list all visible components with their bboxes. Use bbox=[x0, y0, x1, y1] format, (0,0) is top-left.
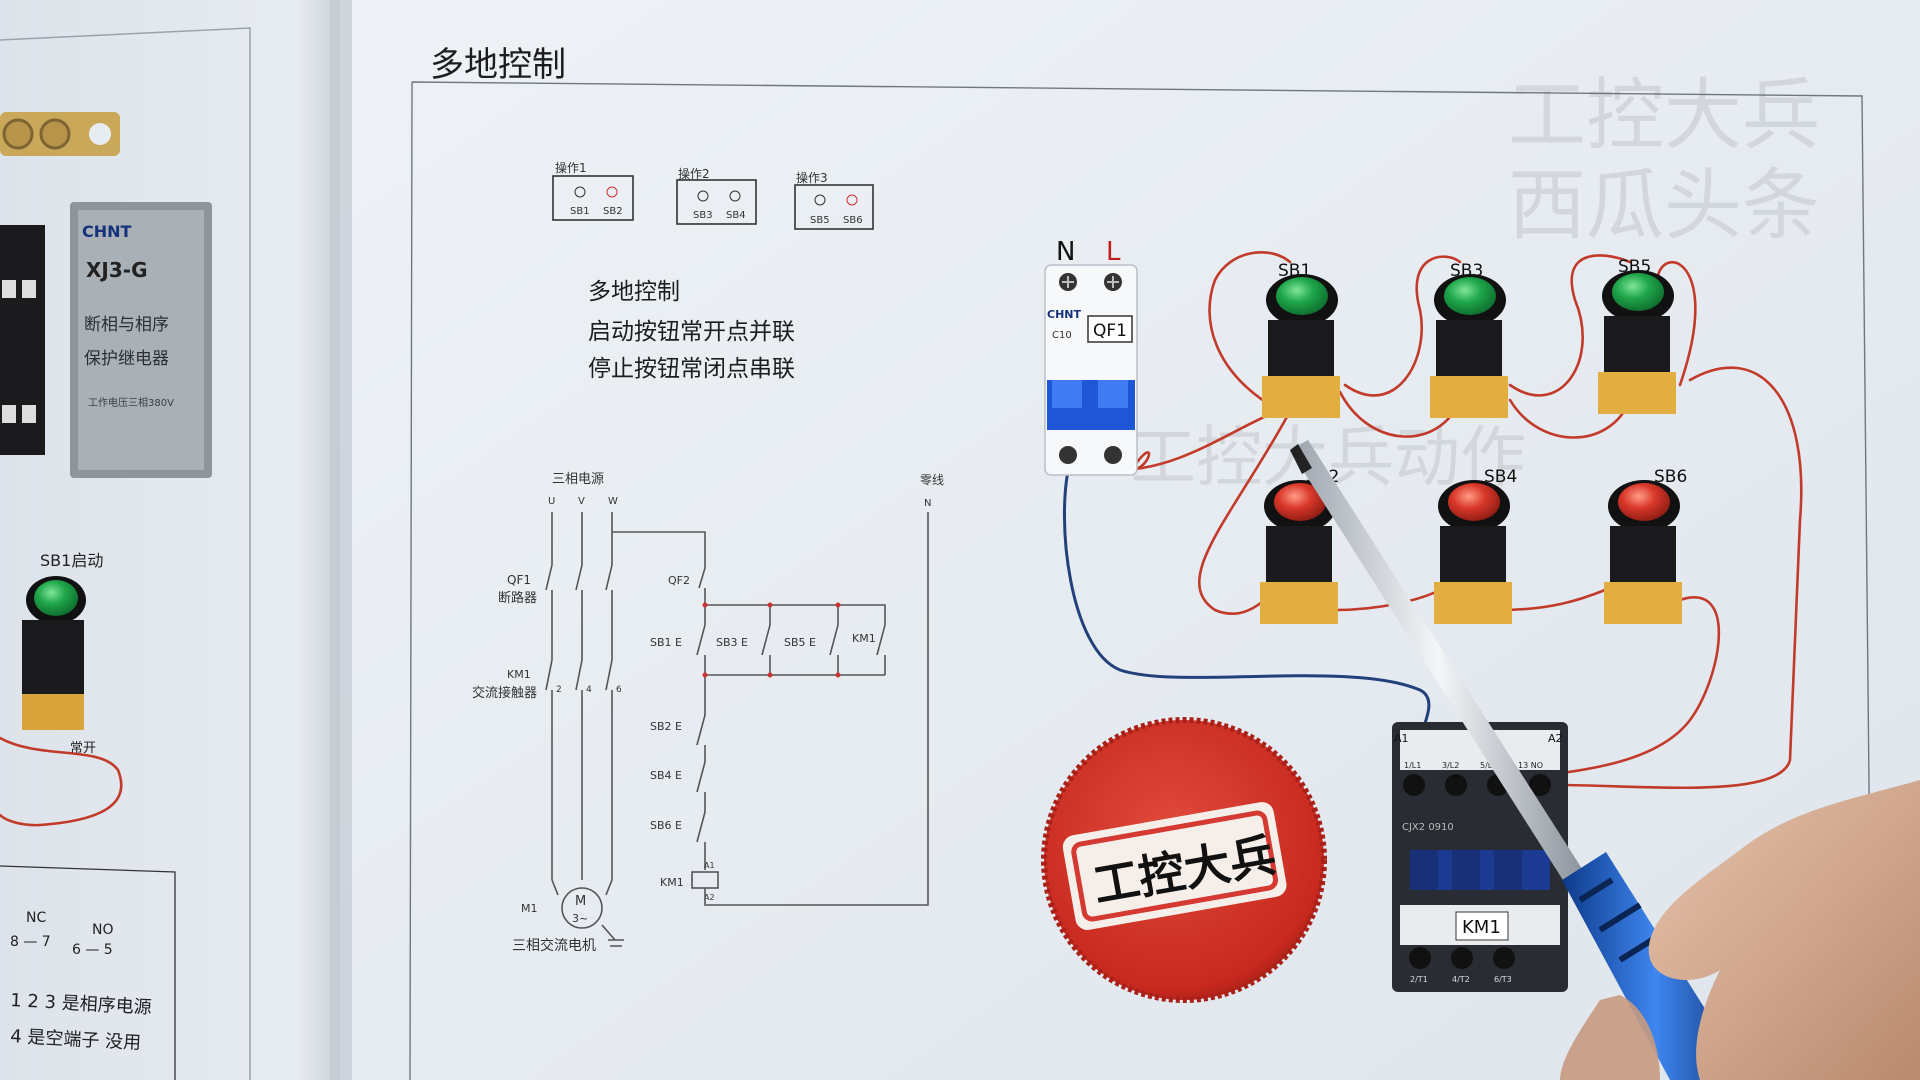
aux-contact: KM1 bbox=[852, 632, 876, 645]
page-frame bbox=[409, 81, 1873, 1080]
green-button-sb3[interactable]: SB3 bbox=[1430, 261, 1508, 418]
breaker-qf1: CHNT QF1 C10 bbox=[1044, 264, 1138, 476]
operation-1-label: 操作1 bbox=[555, 160, 587, 175]
phase-u: U bbox=[548, 496, 555, 507]
blue-wire bbox=[1062, 460, 1431, 742]
relay-brand: CHNT bbox=[82, 222, 132, 241]
contactor-label: KM1 bbox=[1462, 917, 1501, 938]
contactor-b2: 4/T2 bbox=[1452, 975, 1470, 984]
contactor-b3: 6/T3 bbox=[1494, 975, 1512, 984]
contactor-b1: 2/T1 bbox=[1410, 975, 1428, 984]
operation-boxes: 操作1 SB1 SB2 操作2 SB3 SB4 操作3 SB5 SB6 bbox=[552, 160, 874, 230]
contactor-t2: 3/L2 bbox=[1442, 761, 1459, 770]
terminal-2: 2 bbox=[556, 685, 562, 695]
operation-box-3: 操作3 SB5 SB6 bbox=[794, 170, 874, 230]
watermark-line1: 工控大兵 bbox=[1508, 71, 1820, 161]
description-line-1: 多地控制 bbox=[588, 279, 680, 305]
km1-main-desc: 交流接触器 bbox=[472, 685, 537, 701]
phase-relay-device: CHNT XJ3-G 断相与相序 保护继电器 工作电压三相380V bbox=[70, 202, 212, 478]
operation-box-1: 操作1 SB1 SB2 bbox=[552, 160, 634, 221]
green-button-sb5[interactable]: SB5 bbox=[1598, 257, 1676, 414]
operation-2-label: 操作2 bbox=[678, 166, 710, 181]
motor-phase: 3~ bbox=[572, 912, 588, 925]
terminal-l: L bbox=[1106, 237, 1121, 267]
operation-2-right: SB4 bbox=[726, 210, 746, 221]
contactor-model: CJX2 0910 bbox=[1402, 822, 1454, 833]
description-line-2: 启动按钮常开点并联 bbox=[588, 319, 795, 345]
nc-label: NC bbox=[26, 910, 46, 926]
operation-box-2: 操作2 SB3 SB4 bbox=[676, 166, 757, 225]
no-label: NO bbox=[92, 922, 114, 938]
watermark: 工控大兵 西瓜头条 工控大兵动作 bbox=[1130, 71, 1820, 496]
book-spine bbox=[330, 0, 352, 1080]
start-button-2: SB3 E bbox=[716, 636, 748, 649]
operation-3-left: SB5 bbox=[810, 215, 830, 226]
terminal-block-icon bbox=[0, 225, 45, 455]
stop-button-3: SB6 E bbox=[650, 819, 682, 832]
stop-button-1: SB2 E bbox=[650, 720, 682, 733]
relay-model: XJ3-G bbox=[86, 258, 148, 282]
neutral-letter: N bbox=[924, 498, 931, 509]
neutral-label: 零线 bbox=[920, 473, 944, 487]
red-sticker-puck: 工控大兵 bbox=[1041, 717, 1327, 1003]
schematic: 三相电源 U V W 零线 N M 3~ M1 三相交流电机 QF1 断路器 K… bbox=[472, 472, 944, 954]
km1-main-label: KM1 bbox=[507, 668, 531, 681]
contactor-t4: 13 NO bbox=[1518, 761, 1543, 770]
left-button-label: SB1启动 bbox=[40, 551, 103, 570]
terminal-6: 6 bbox=[616, 685, 622, 695]
red-button-sb4[interactable]: SB4 bbox=[1434, 467, 1517, 624]
mounting-bracket-icon bbox=[0, 112, 120, 156]
contactor-t1: 1/L1 bbox=[1404, 761, 1421, 770]
hand bbox=[1560, 780, 1920, 1080]
green-button-sb1[interactable]: SB1 bbox=[1262, 261, 1340, 418]
motor-symbol bbox=[561, 887, 603, 929]
terminal-4: 4 bbox=[586, 685, 592, 695]
page-title: 多地控制 bbox=[430, 45, 566, 85]
sb6-label: SB6 bbox=[1654, 467, 1687, 487]
left-button-contact: 常开 bbox=[70, 741, 96, 756]
description-line-3: 停止按钮常闭点串联 bbox=[588, 356, 795, 382]
breaker-brand: CHNT bbox=[1047, 308, 1081, 321]
no-pins: 6 — 5 bbox=[72, 942, 113, 958]
red-button-sb6[interactable]: SB6 bbox=[1604, 467, 1687, 624]
contactor-t3: 5/L3 bbox=[1480, 761, 1497, 770]
relay-desc-line1: 断相与相序 bbox=[84, 315, 169, 335]
left-green-button-icon bbox=[0, 576, 123, 827]
left-note-frame bbox=[0, 865, 176, 1080]
coil-a1: A1 bbox=[704, 861, 715, 870]
motor-desc: 三相交流电机 bbox=[512, 937, 596, 954]
start-button-1: SB1 E bbox=[650, 636, 682, 649]
contactor-a1: A1 bbox=[1394, 732, 1409, 745]
coil-a2: A2 bbox=[704, 893, 715, 902]
watermark-line2: 西瓜头条 bbox=[1508, 161, 1820, 251]
contactor-km1: A1 A2 1/L1 3/L2 5/L3 13 NO CJX2 0910 KM1… bbox=[1392, 722, 1568, 992]
operation-3-label: 操作3 bbox=[796, 170, 828, 185]
contactor-a2: A2 bbox=[1548, 732, 1563, 745]
breaker-label: QF1 bbox=[1093, 321, 1127, 341]
breaker-rating: C10 bbox=[1052, 330, 1072, 341]
sb4-label: SB4 bbox=[1484, 467, 1517, 487]
coil-label: KM1 bbox=[660, 876, 684, 889]
left-page-content: CHNT XJ3-G 断相与相序 保护继电器 工作电压三相380V SB1启动 … bbox=[0, 27, 251, 1080]
operation-2-left: SB3 bbox=[693, 210, 713, 221]
operation-1-left: SB1 bbox=[570, 206, 590, 217]
operation-3-right: SB6 bbox=[843, 215, 863, 226]
motor-m: M bbox=[575, 894, 586, 909]
relay-desc-line2: 保护继电器 bbox=[84, 349, 169, 369]
terminal-n: N bbox=[1056, 237, 1075, 267]
phase-v: V bbox=[578, 496, 585, 507]
motor-label: M1 bbox=[521, 902, 538, 915]
stop-button-2: SB4 E bbox=[650, 769, 682, 782]
nc-pins: 8 — 7 bbox=[10, 934, 51, 950]
relay-voltage: 工作电压三相380V bbox=[88, 396, 174, 409]
schematic-power-label: 三相电源 bbox=[552, 472, 604, 487]
operation-1-right: SB2 bbox=[603, 206, 623, 217]
qf2-label: QF2 bbox=[668, 574, 690, 587]
phase-w: W bbox=[608, 496, 618, 507]
start-button-3: SB5 E bbox=[784, 636, 816, 649]
qf1-label: QF1 bbox=[507, 573, 531, 587]
qf1-desc: 断路器 bbox=[498, 590, 537, 606]
